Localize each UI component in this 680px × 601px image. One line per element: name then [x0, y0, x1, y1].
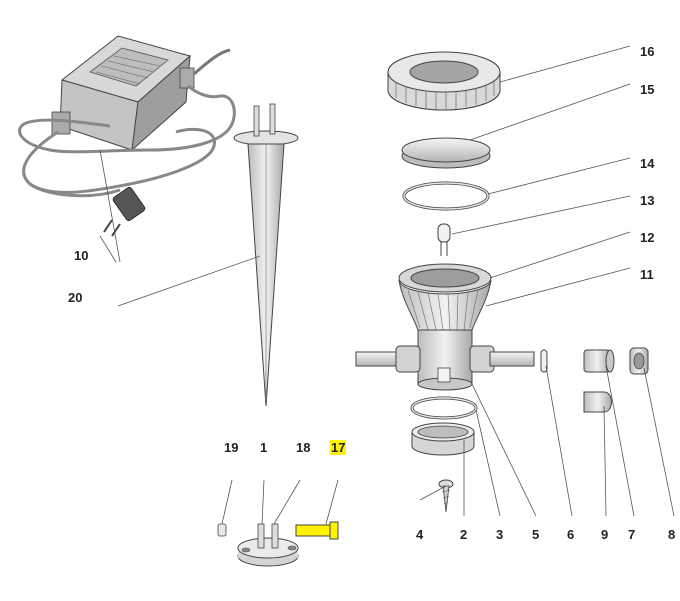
callout-8: 8	[668, 527, 676, 542]
callout-15: 15	[640, 82, 655, 97]
leader-lines	[99, 45, 675, 525]
callout-5: 5	[532, 527, 540, 542]
base-plate-part	[237, 523, 299, 567]
callout-16: 16	[640, 44, 655, 59]
o-ring-part	[410, 396, 478, 420]
callout-3: 3	[496, 527, 504, 542]
gasket-strip-part	[540, 349, 548, 373]
callout-1: 1	[260, 440, 268, 455]
cap-part-7	[583, 349, 615, 373]
lens-part	[401, 137, 491, 169]
callout-11: 11	[640, 267, 654, 282]
ground-stake-part	[233, 103, 299, 407]
callout-10: 10	[74, 248, 89, 263]
callout-12: 12	[640, 230, 655, 245]
gasket-ring-part	[402, 181, 490, 211]
sleeve-ring-part	[411, 422, 475, 456]
callout-13: 13	[640, 193, 655, 208]
callout-18: 18	[296, 440, 311, 455]
cap-part-9	[583, 391, 612, 413]
retaining-nut-part	[387, 51, 501, 111]
callout-7: 7	[628, 527, 636, 542]
callout-19: 19	[224, 440, 239, 455]
callout-2: 2	[460, 527, 468, 542]
nut-part-8	[629, 347, 649, 375]
pin-part-19	[217, 523, 227, 537]
screw-part	[438, 479, 454, 513]
callout-17-highlighted: 17	[330, 440, 347, 455]
bulb-part	[437, 223, 451, 256]
callout-9: 9	[601, 527, 609, 542]
callout-6: 6	[567, 527, 575, 542]
highlighted-bolt-part-17	[295, 521, 339, 540]
callout-4: 4	[416, 527, 424, 542]
transformer-part	[18, 35, 236, 237]
callout-14: 14	[640, 156, 655, 171]
lamp-housing-part	[355, 263, 535, 391]
callout-20: 20	[68, 290, 83, 305]
